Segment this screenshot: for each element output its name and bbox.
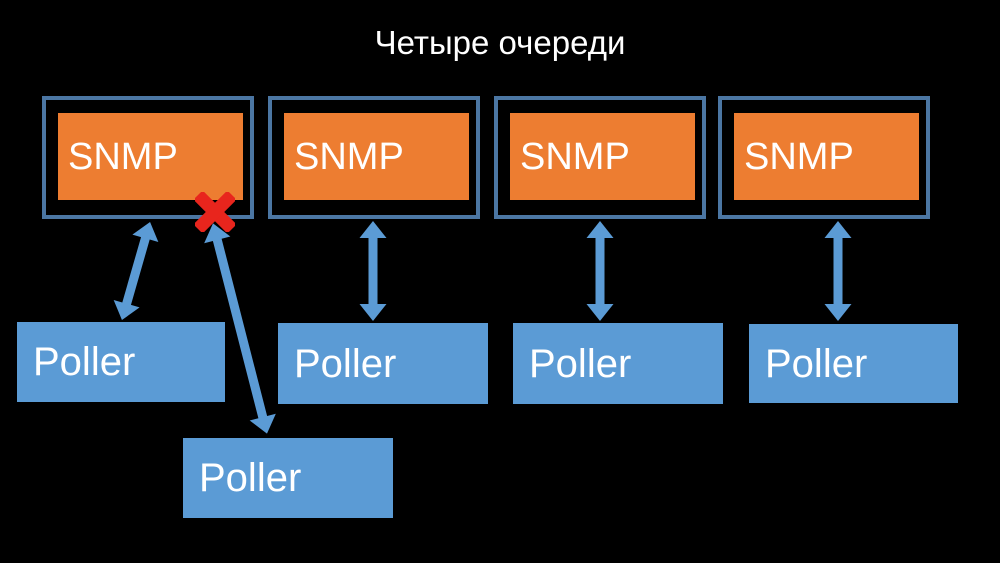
poller-box-4: Poller [749,324,958,403]
poller-box-1: Poller [17,322,225,402]
snmp-label-1: SNMP [68,135,178,178]
snmp-box-4: SNMP [734,113,919,200]
bidirectional-arrow-4 [824,221,852,321]
queue-frame-4: SNMP [718,96,930,219]
bidirectional-arrow-3 [586,221,614,321]
snmp-label-4: SNMP [744,135,854,178]
poller-label-4: Poller [765,341,868,386]
bidirectional-arrow-1 [113,221,159,321]
snmp-label-3: SNMP [520,135,630,178]
bidirectional-arrow-2 [359,221,387,321]
poller-box-2: Poller [278,323,488,404]
poller-box-3: Poller [513,323,723,404]
queue-frame-3: SNMP [494,96,706,219]
slide-title: Четыре очереди [374,24,626,61]
bidirectional-arrow-5 [204,223,276,434]
snmp-box-2: SNMP [284,113,469,200]
poller-label-3: Poller [529,341,632,386]
snmp-box-1: SNMP [58,113,243,200]
poller-label-5: Poller [199,456,302,500]
poller-label-1: Poller [33,340,136,384]
error-x-icon [195,192,235,232]
snmp-label-2: SNMP [294,135,404,178]
poller-box-5: Poller [183,438,393,518]
snmp-box-3: SNMP [510,113,695,200]
queue-frame-1: SNMP [42,96,254,219]
queue-frame-2: SNMP [268,96,480,219]
poller-label-2: Poller [294,341,397,386]
